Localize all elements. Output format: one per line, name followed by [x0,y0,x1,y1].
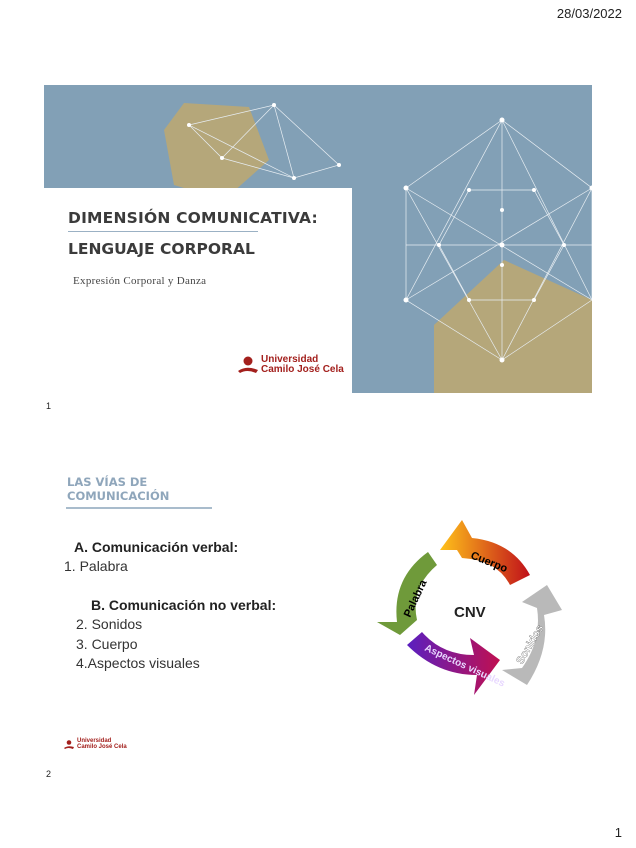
title-underline [66,507,212,509]
list-item: 3. Cuerpo [76,636,138,652]
list-item: 1. Palabra [64,558,128,574]
slide-2: LAS VÍAS DE COMUNICACIÓN A. Comunicación… [44,455,592,765]
slide-title: LAS VÍAS DE COMUNICACIÓN [67,475,169,503]
arrow-sonidos [502,585,562,685]
logo-figure-icon [238,356,258,373]
slide-title-line2: COMUNICACIÓN [67,489,170,503]
list-item: 4.Aspectos visuales [76,655,200,671]
slide-title-line2: LENGUAJE CORPORAL [68,240,255,258]
slide-title-line1: DIMENSIÓN COMUNICATIVA: [68,209,318,227]
arrow-palabra [377,552,437,635]
slide-number-2: 2 [46,769,52,779]
diagram-center-label: CNV [454,604,486,621]
slide-subtitle: Expresión Corporal y Danza [73,275,207,287]
slide-number-1: 1 [46,401,52,411]
arrow-cuerpo [440,520,530,585]
logo-line1: Universidad [261,354,319,365]
print-date: 28/03/2022 [556,6,622,21]
section-a-heading: A. Comunicación verbal: [74,539,239,555]
logo-line2: Camilo José Cela [77,744,127,750]
slide-title-line1: LAS VÍAS DE [67,475,148,489]
logo-line2: Camilo José Cela [261,364,344,375]
title-underline [68,231,258,232]
logo-figure-icon [64,739,74,749]
arrow-aspectos [407,632,500,695]
cnv-cycle-diagram: Cuerpo Sonidos Aspectos visuales Palabra… [377,520,562,695]
logo-line1: Universidad [77,738,112,744]
section-b-heading: B. Comunicación no verbal: [91,597,277,613]
slide-1: DIMENSIÓN COMUNICATIVA: LENGUAJE CORPORA… [44,85,592,393]
list-item: 2. Sonidos [76,616,143,632]
geometric-decoration [164,103,592,393]
page-number: 1 [614,825,622,840]
title-panel [44,188,352,393]
